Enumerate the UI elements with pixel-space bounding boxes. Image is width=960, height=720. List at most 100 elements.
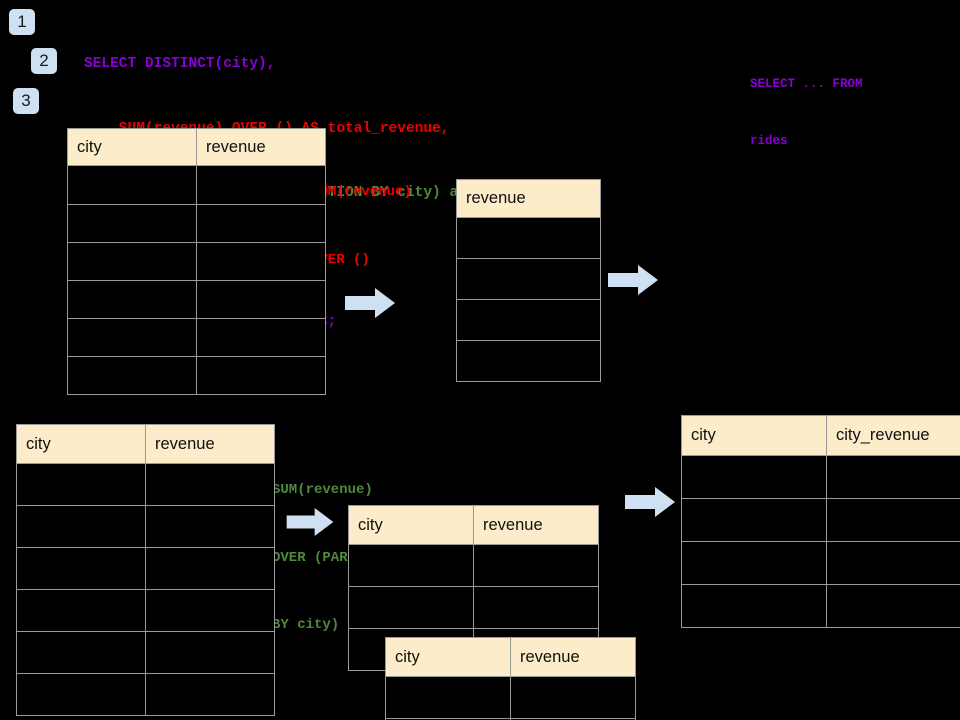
arrow-source-to-revenue xyxy=(345,288,395,318)
arrow-source-to-partition xyxy=(286,508,334,536)
table-row xyxy=(456,217,601,259)
table-row xyxy=(681,498,960,542)
cell-revenue xyxy=(196,280,326,319)
table-row xyxy=(681,455,960,499)
column-header-revenue: revenue xyxy=(510,637,636,677)
cell-revenue xyxy=(196,242,326,281)
cell-city xyxy=(67,242,197,281)
table-row xyxy=(67,356,326,395)
table-row xyxy=(348,544,599,587)
cell-city xyxy=(16,463,146,506)
side-note-select-from-rides: SELECT ... FROM rides xyxy=(750,37,863,189)
city-revenue-result-table: city city_revenue xyxy=(681,415,960,628)
cell-revenue xyxy=(145,589,275,632)
column-header-city: city xyxy=(681,415,827,456)
side-note-line-1: SELECT ... FROM xyxy=(750,77,863,91)
table-row xyxy=(385,718,636,720)
cell-city-revenue xyxy=(826,584,960,628)
partition-table-lower: city revenue xyxy=(385,637,636,720)
cell-city-revenue xyxy=(826,455,960,499)
table-row xyxy=(16,631,275,674)
cell-city xyxy=(681,584,827,628)
sum-over-partition-line-3: BY city) xyxy=(272,617,340,633)
cell-revenue xyxy=(145,547,275,590)
revenue-window-table: revenue xyxy=(456,179,601,382)
cell-city xyxy=(348,586,474,629)
cell-city xyxy=(16,673,146,716)
cell-city xyxy=(16,505,146,548)
sql-line-1: SELECT DISTINCT(city), xyxy=(84,56,276,72)
cell-city xyxy=(385,676,511,719)
column-header-city-revenue: city_revenue xyxy=(826,415,960,456)
step-badge-3: 3 xyxy=(13,88,39,114)
cell-revenue xyxy=(456,299,601,341)
column-header-city: city xyxy=(385,637,511,677)
cell-revenue xyxy=(145,631,275,674)
table-row xyxy=(456,299,601,341)
rides-source-table: city revenue xyxy=(67,128,326,395)
cell-city xyxy=(16,589,146,632)
cell-revenue xyxy=(456,258,601,300)
table-row xyxy=(16,589,275,632)
column-header-city: city xyxy=(348,505,474,545)
cell-revenue xyxy=(456,340,601,382)
rides-source-table-lower: city revenue xyxy=(16,424,275,716)
sum-over-empty-line-1: SUM(revenue) xyxy=(311,184,412,200)
cell-revenue xyxy=(196,318,326,357)
arrow-partition-to-result xyxy=(625,487,675,517)
cell-revenue xyxy=(196,165,326,205)
table-header-row: city city_revenue xyxy=(681,415,960,456)
column-header-city: city xyxy=(16,424,146,464)
sum-over-partition-line-1: SUM(revenue) xyxy=(272,482,373,498)
column-header-revenue: revenue xyxy=(196,128,326,166)
table-row xyxy=(456,258,601,300)
cell-city xyxy=(67,165,197,205)
table-row xyxy=(16,673,275,716)
step-badge-2: 2 xyxy=(31,48,57,74)
step-badge-1: 1 xyxy=(9,9,35,35)
cell-city xyxy=(67,318,197,357)
table-header-row: city revenue xyxy=(348,505,599,545)
cell-city xyxy=(67,356,197,395)
table-row xyxy=(16,547,275,590)
sum-over-partition-label: SUM(revenue) OVER (PARTITION BY city) xyxy=(272,434,398,682)
table-header-row: city revenue xyxy=(16,424,275,464)
cell-revenue xyxy=(510,718,636,720)
cell-city xyxy=(67,280,197,319)
table-header-row: revenue xyxy=(456,179,601,218)
table-row xyxy=(348,586,599,629)
table-row xyxy=(67,280,326,319)
cell-city-revenue xyxy=(826,541,960,585)
table-header-row: city revenue xyxy=(385,637,636,677)
table-row xyxy=(385,676,636,719)
side-note-line-2: rides xyxy=(750,134,788,148)
cell-revenue xyxy=(145,673,275,716)
table-row xyxy=(681,541,960,585)
table-header-row: city revenue xyxy=(67,128,326,166)
cell-revenue xyxy=(473,544,599,587)
table-row xyxy=(456,340,601,382)
arrow-revenue-to-right xyxy=(608,265,658,295)
cell-revenue xyxy=(145,463,275,506)
table-row xyxy=(67,318,326,357)
cell-city xyxy=(681,455,827,499)
table-row xyxy=(67,242,326,281)
table-row xyxy=(681,584,960,628)
table-row xyxy=(16,463,275,506)
table-row xyxy=(67,204,326,243)
cell-revenue xyxy=(473,586,599,629)
column-header-revenue: revenue xyxy=(473,505,599,545)
cell-revenue xyxy=(196,356,326,395)
column-header-revenue: revenue xyxy=(456,179,601,218)
cell-revenue xyxy=(145,505,275,548)
cell-city xyxy=(16,547,146,590)
cell-city-revenue xyxy=(826,498,960,542)
sum-over-empty-line-2: OVER () xyxy=(311,251,370,268)
cell-city xyxy=(681,541,827,585)
cell-city xyxy=(67,204,197,243)
column-header-revenue: revenue xyxy=(145,424,275,464)
cell-city xyxy=(681,498,827,542)
cell-revenue xyxy=(510,676,636,719)
cell-revenue xyxy=(456,217,601,259)
